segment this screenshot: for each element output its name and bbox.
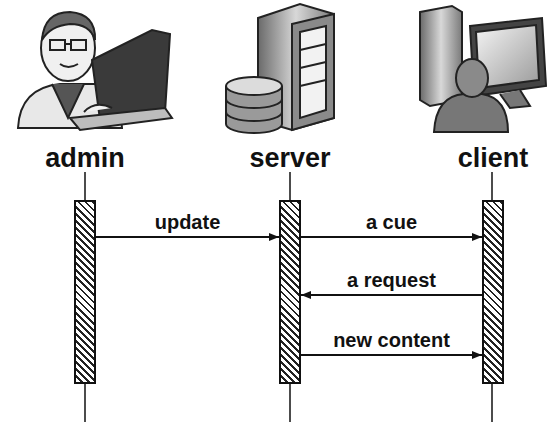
message-label: new content xyxy=(330,329,453,351)
message-arrow xyxy=(96,236,279,238)
message-label: update xyxy=(152,211,224,233)
lifelines xyxy=(85,172,492,422)
participant-name: admin xyxy=(45,143,125,174)
message-arrow xyxy=(301,294,482,296)
participant-name: server xyxy=(249,143,330,174)
admin-icon xyxy=(18,12,172,130)
client-icon xyxy=(420,6,546,132)
activation-bar: admin xyxy=(74,200,96,384)
participant-name: client xyxy=(458,143,529,174)
server-icon xyxy=(226,4,334,133)
message-arrow xyxy=(301,354,482,356)
message-arrow xyxy=(301,236,482,238)
activation-bar: client xyxy=(482,200,504,384)
message-label: a cue xyxy=(363,211,420,233)
message-label: a request xyxy=(344,269,439,291)
activation-bar: server xyxy=(279,200,301,384)
